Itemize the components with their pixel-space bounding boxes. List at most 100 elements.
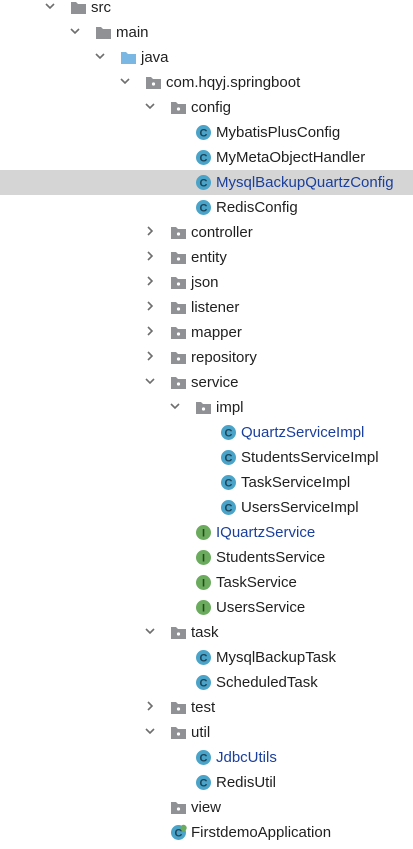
- tree-item-label: FirstdemoApplication: [191, 824, 332, 841]
- tree-row[interactable]: listener: [0, 295, 413, 320]
- chevron-right-icon[interactable]: [144, 275, 156, 287]
- tree-item-label: config: [191, 99, 232, 116]
- package-icon: [170, 699, 187, 716]
- folder-icon: [70, 0, 87, 16]
- svg-text:I: I: [202, 553, 205, 565]
- chevron-down-icon[interactable]: [94, 50, 106, 62]
- folder-icon: [95, 24, 112, 41]
- class-icon: C: [195, 749, 212, 766]
- chevron-right-icon[interactable]: [144, 250, 156, 262]
- tree-row[interactable]: service: [0, 370, 413, 395]
- tree-row[interactable]: main: [0, 20, 413, 45]
- tree-item-label: ScheduledTask: [216, 674, 318, 691]
- svg-text:C: C: [200, 178, 208, 190]
- svg-text:C: C: [225, 478, 233, 490]
- tree-row[interactable]: C TaskServiceImpl: [0, 470, 413, 495]
- chevron-down-icon[interactable]: [119, 75, 131, 87]
- chevron-down-icon[interactable]: [69, 25, 81, 37]
- tree-row[interactable]: config: [0, 95, 413, 120]
- svg-text:I: I: [202, 528, 205, 540]
- interface-icon: I: [195, 599, 212, 616]
- tree-row[interactable]: C MysqlBackupQuartzConfig: [0, 170, 413, 195]
- svg-text:C: C: [200, 778, 208, 790]
- tree-row[interactable]: impl: [0, 395, 413, 420]
- tree-row[interactable]: controller: [0, 220, 413, 245]
- chevron-down-icon[interactable]: [144, 725, 156, 737]
- class-icon: C: [195, 124, 212, 141]
- tree-row[interactable]: C StudentsServiceImpl: [0, 445, 413, 470]
- tree-item-label: JdbcUtils: [216, 749, 277, 766]
- tree-row[interactable]: src: [0, 0, 413, 20]
- chevron-right-icon[interactable]: [144, 325, 156, 337]
- chevron-down-icon[interactable]: [144, 625, 156, 637]
- tree-row[interactable]: C MybatisPlusConfig: [0, 120, 413, 145]
- tree-item-label: mapper: [191, 324, 242, 341]
- tree-item-label: controller: [191, 224, 253, 241]
- svg-text:C: C: [200, 153, 208, 165]
- tree-row[interactable]: test: [0, 695, 413, 720]
- tree-item-label: service: [191, 374, 239, 391]
- package-icon: [170, 324, 187, 341]
- chevron-down-icon[interactable]: [144, 375, 156, 387]
- package-icon: [195, 399, 212, 416]
- tree-item-label: MyMetaObjectHandler: [216, 149, 366, 166]
- tree-item-label: entity: [191, 249, 227, 266]
- tree-row[interactable]: com.hqyj.springboot: [0, 70, 413, 95]
- chevron-right-icon[interactable]: [144, 700, 156, 712]
- tree-item-label: task: [191, 624, 219, 641]
- chevron-down-icon[interactable]: [44, 0, 56, 12]
- tree-row[interactable]: repository: [0, 345, 413, 370]
- source-folder-icon: [120, 49, 137, 66]
- tree-item-label: impl: [216, 399, 244, 416]
- tree-row[interactable]: task: [0, 620, 413, 645]
- interface-icon: I: [195, 549, 212, 566]
- chevron-down-icon[interactable]: [169, 400, 181, 412]
- spring-boot-app-icon: C: [170, 824, 187, 841]
- tree-item-label: StudentsServiceImpl: [241, 449, 379, 466]
- tree-item-label: UsersService: [216, 599, 306, 616]
- package-icon: [170, 624, 187, 641]
- chevron-right-icon[interactable]: [144, 300, 156, 312]
- package-icon: [170, 224, 187, 241]
- tree-row[interactable]: I StudentsService: [0, 545, 413, 570]
- package-icon: [170, 299, 187, 316]
- package-icon: [170, 349, 187, 366]
- svg-text:C: C: [200, 128, 208, 140]
- tree-row[interactable]: json: [0, 270, 413, 295]
- svg-text:I: I: [202, 578, 205, 590]
- tree-row[interactable]: entity: [0, 245, 413, 270]
- tree-row[interactable]: view: [0, 795, 413, 820]
- chevron-right-icon[interactable]: [144, 350, 156, 362]
- package-icon: [170, 99, 187, 116]
- tree-row[interactable]: mapper: [0, 320, 413, 345]
- chevron-down-icon[interactable]: [144, 100, 156, 112]
- tree-row[interactable]: C MyMetaObjectHandler: [0, 145, 413, 170]
- package-icon: [170, 274, 187, 291]
- interface-icon: I: [195, 574, 212, 591]
- svg-text:C: C: [225, 453, 233, 465]
- chevron-right-icon[interactable]: [144, 225, 156, 237]
- svg-text:C: C: [200, 653, 208, 665]
- class-icon: C: [220, 474, 237, 491]
- package-icon: [170, 799, 187, 816]
- tree-row[interactable]: util: [0, 720, 413, 745]
- tree-row[interactable]: java: [0, 45, 413, 70]
- tree-item-label: MybatisPlusConfig: [216, 124, 341, 141]
- tree-item-label: StudentsService: [216, 549, 326, 566]
- tree-item-label: TaskServiceImpl: [241, 474, 351, 491]
- interface-icon: I: [195, 524, 212, 541]
- package-icon: [170, 249, 187, 266]
- tree-item-label: MysqlBackupQuartzConfig: [216, 174, 394, 191]
